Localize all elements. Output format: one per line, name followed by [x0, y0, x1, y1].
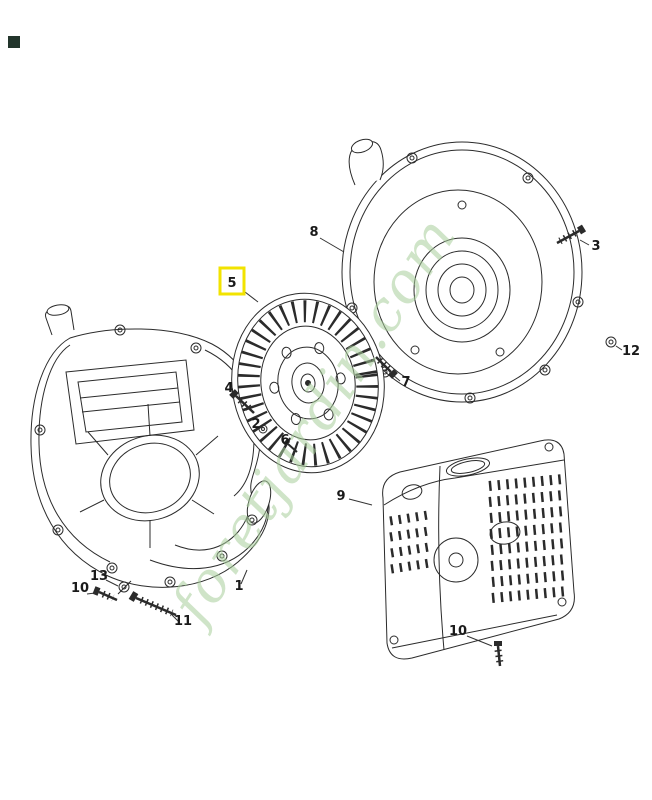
clamp-part-13 — [117, 580, 132, 595]
screw-part-11 — [128, 591, 177, 617]
leader-lines — [86, 237, 623, 647]
screw-part-10-left — [92, 586, 118, 602]
fan-housing-cover-part — [341, 138, 584, 404]
callout-5-highlighted[interactable]: 5 — [218, 266, 246, 296]
screw-part-10-bottom — [494, 641, 504, 667]
screw-part-3 — [556, 224, 587, 245]
callout-2[interactable]: 2 — [251, 417, 260, 432]
callout-4[interactable]: 4 — [224, 381, 233, 396]
engine-cover-part — [382, 439, 575, 660]
callout-5-highlight-box[interactable] — [218, 266, 246, 296]
fan-wheel-part — [231, 292, 385, 474]
callout-1[interactable]: 1 — [234, 579, 243, 594]
screw-part-7 — [375, 356, 398, 379]
callout-7[interactable]: 7 — [401, 375, 410, 390]
callout-12[interactable]: 12 — [622, 344, 640, 359]
blower-housing-part — [30, 304, 272, 588]
callout-11[interactable]: 11 — [174, 614, 192, 629]
fasteners — [92, 224, 617, 667]
callout-5[interactable]: 5 — [227, 276, 236, 291]
callout-6[interactable]: 6 — [280, 433, 289, 448]
callout-13[interactable]: 13 — [90, 569, 108, 584]
callout-10-bottom[interactable]: 10 — [449, 624, 467, 639]
callout-3[interactable]: 3 — [591, 239, 600, 254]
callout-10-left[interactable]: 10 — [71, 581, 89, 596]
screw-part-6 — [282, 438, 298, 453]
callouts: 8 3 12 5 4 2 6 7 9 1 13 10 11 10 — [71, 225, 640, 639]
callout-9[interactable]: 9 — [336, 489, 345, 504]
corner-mark — [8, 36, 20, 48]
washer-part-2 — [258, 424, 268, 434]
grommet-part-12 — [605, 336, 617, 348]
callout-8[interactable]: 8 — [309, 225, 318, 240]
